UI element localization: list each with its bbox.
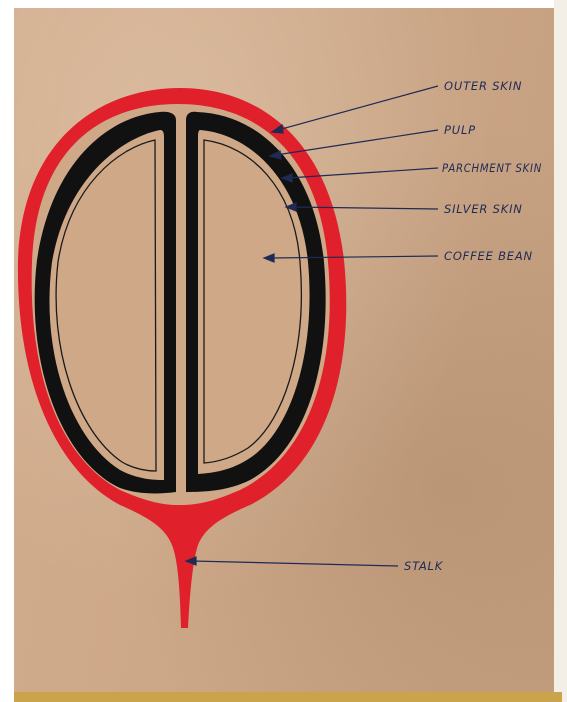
pointer-stalk	[192, 561, 398, 566]
label-stalk: STALK	[404, 559, 444, 573]
label-pulp: PULP	[444, 123, 476, 137]
label-silver-skin: SILVER SKIN	[444, 202, 523, 216]
label-parchment-skin: PARCHMENT SKIN	[442, 161, 542, 175]
pointer-outer-skin	[278, 86, 438, 130]
label-outer-skin: OUTER SKIN	[444, 79, 522, 93]
pointer-pulp	[276, 130, 438, 155]
label-coffee-bean: COFFEE BEAN	[444, 249, 533, 263]
